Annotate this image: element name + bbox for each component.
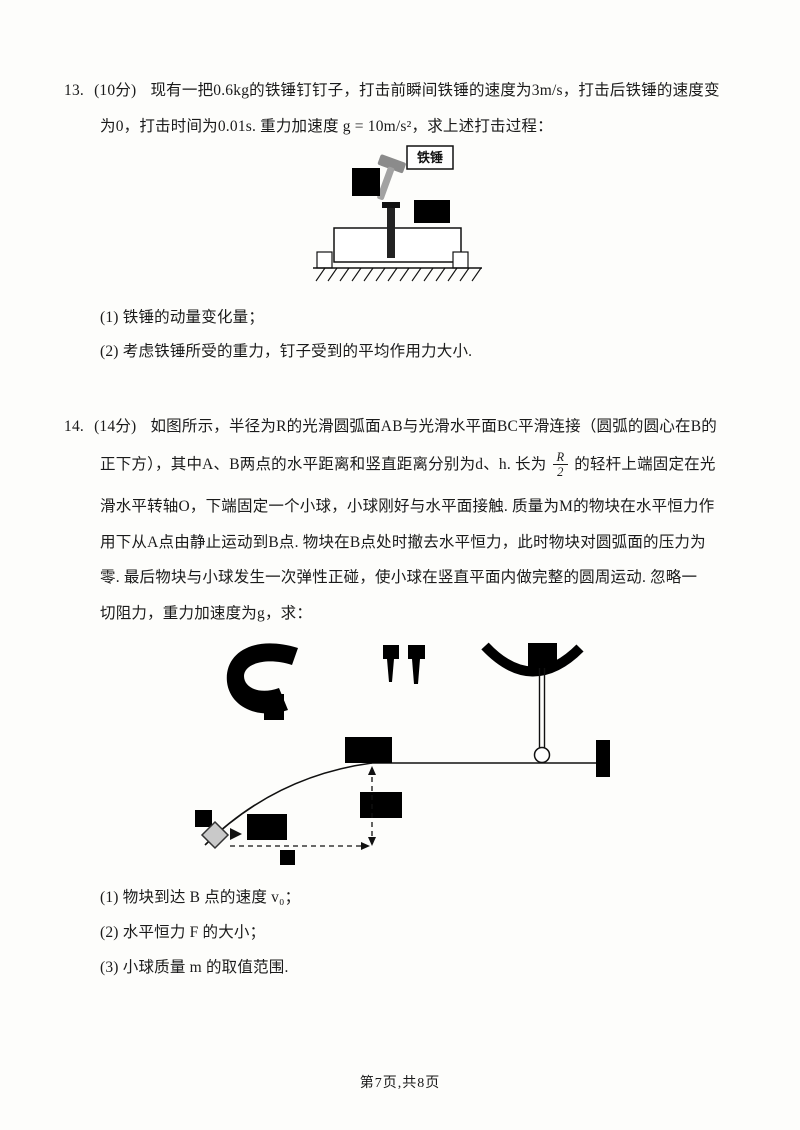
distance-d-dimension (230, 842, 370, 850)
p14-line1: 如图所示，半径为R的光滑圆弧面AB与光滑水平面BC平滑连接（圆弧的圆心在B的 (150, 418, 717, 435)
force-F-arrow (230, 828, 242, 840)
p14-line2-pre: 正下方），其中A、B两点的水平距离和竖直距离分别为d、h. 长为 (100, 455, 547, 473)
scan-artifact-bottom-left (195, 810, 212, 827)
scan-artifact-marks (383, 645, 425, 684)
scan-artifact-left (226, 643, 298, 714)
left-support (316, 251, 333, 269)
scan-artifact-mid-block (360, 792, 402, 818)
p13-line2: 为0，打击时间为0.01s. 重力加速度 g = 10m/s²，求上述打击过程： (100, 118, 553, 135)
p13-q2: (2) 考虑铁锤所受的重力，钉子受到的平均作用力大小. (100, 343, 473, 360)
scan-artifact-bottom-middle (280, 850, 295, 865)
scan-artifact-right-square (414, 200, 450, 223)
scan-artifact-left-square (352, 168, 380, 196)
hammer-label-box: 铁锤 (406, 145, 454, 170)
fraction-denominator: 2 (553, 464, 568, 479)
p14-line4: 用下从A点由静止运动到B点. 物块在B点处时撤去水平恒力，此时物块对圆弧面的压力… (100, 534, 706, 551)
p14-line3: 滑水平转轴O，下端固定一个小球，小球刚好与水平面接触. 质量为M的物块在水平恒力… (100, 498, 715, 515)
block-at-B (345, 737, 392, 763)
scan-artifact-right-arc (481, 642, 584, 677)
fraction-R-over-2: R 2 (552, 450, 568, 480)
p14-number: 14. (64, 418, 84, 435)
hammer-icon (377, 154, 406, 200)
p14-line6: 切阻力，重力加速度为g，求： (100, 605, 313, 622)
p14-q3: (3) 小球质量 m 的取值范围. (100, 959, 289, 976)
block-at-A (200, 820, 230, 850)
pivot-O-mount (528, 643, 557, 670)
p13-figure-hammer-nail: 铁锤 (313, 145, 482, 282)
p14-line2: 正下方），其中A、B两点的水平距离和竖直距离分别为d、h. 长为 R 2 的轻杆… (100, 450, 716, 480)
p14-heading: 14. (14分) 如图所示，半径为R的光滑圆弧面AB与光滑水平面BC平滑连接（… (64, 416, 717, 438)
p14-q1: (1) 物块到达 B 点的速度 v₀； (100, 889, 301, 906)
p14-figure-arc-rod-ball (195, 642, 610, 865)
light-rod (538, 668, 546, 748)
p14-line2-post: 的轻杆上端固定在光 (574, 455, 716, 473)
p13-heading: 13. (10分) 现有一把0.6kg的铁锤钉钉子，打击前瞬间铁锤的速度为3m/… (64, 80, 720, 102)
p13-score: (10分) (94, 82, 137, 99)
right-support (452, 251, 469, 269)
small-ball (533, 746, 551, 764)
scan-artifact-left-stem (264, 694, 284, 720)
wood-block (333, 227, 462, 263)
p13-line1: 现有一把0.6kg的铁锤钉钉子，打击前瞬间铁锤的速度为3m/s，打击后铁锤的速度… (150, 82, 720, 99)
height-h-dimension (368, 766, 376, 846)
p13-number: 13. (64, 82, 84, 99)
p14-score: (14分) (94, 418, 137, 435)
ground-hatching (315, 267, 482, 282)
right-wall (596, 740, 610, 777)
nail (382, 202, 400, 258)
hammer-label: 铁锤 (416, 150, 443, 165)
fraction-numerator: R (556, 450, 565, 464)
page-footer: 第7页,共8页 (359, 1076, 441, 1091)
p14-q2: (2) 水平恒力 F 的大小； (100, 924, 266, 941)
scan-artifact-bottom-block (247, 814, 287, 840)
p14-line5: 零. 最后物块与小球发生一次弹性正碰，使小球在竖直平面内做完整的圆周运动. 忽略… (100, 569, 698, 586)
p13-q1: (1) 铁锤的动量变化量； (100, 309, 265, 326)
